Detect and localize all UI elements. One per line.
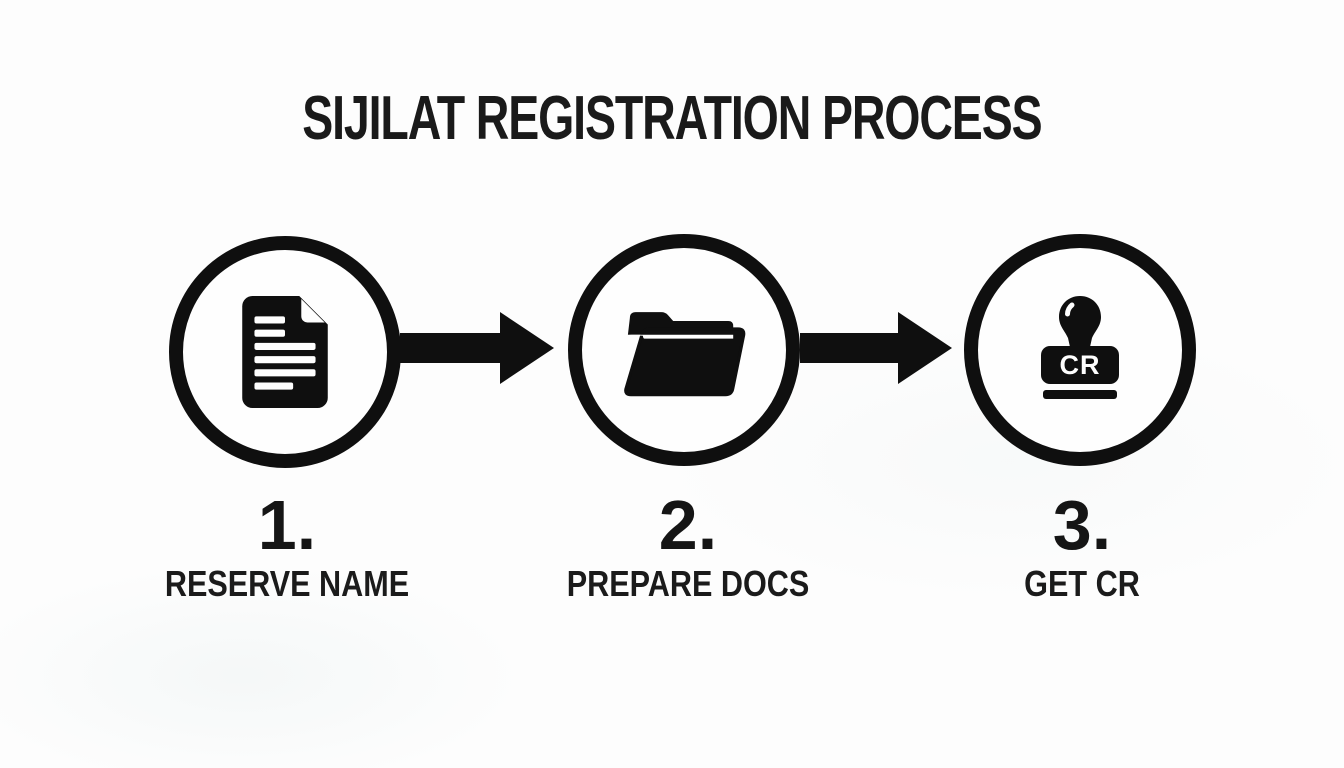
step-1-number: 1. [257, 486, 317, 564]
stamp-cr-text: CR [1060, 350, 1101, 380]
step-3-circle: CR [964, 234, 1196, 466]
step-1-label: RESERVE NAME [164, 563, 410, 604]
step-2-circle [568, 234, 800, 466]
step-1-circle [169, 236, 401, 468]
folder-icon [622, 303, 746, 397]
document-icon [242, 296, 328, 408]
stamp-icon: CR [1034, 294, 1126, 406]
step-3-label: GET CR [1024, 563, 1140, 604]
title-row: SIJILAT REGISTRATION PROCESS [0, 88, 1344, 150]
arrow-right-icon [800, 305, 952, 396]
page-title: SIJILAT REGISTRATION PROCESS [302, 84, 1042, 153]
step-3-number: 3. [1052, 486, 1112, 564]
step-2-label: PREPARE DOCS [566, 563, 810, 604]
arrow-right-icon [400, 305, 554, 396]
step-2-number: 2. [658, 486, 718, 564]
